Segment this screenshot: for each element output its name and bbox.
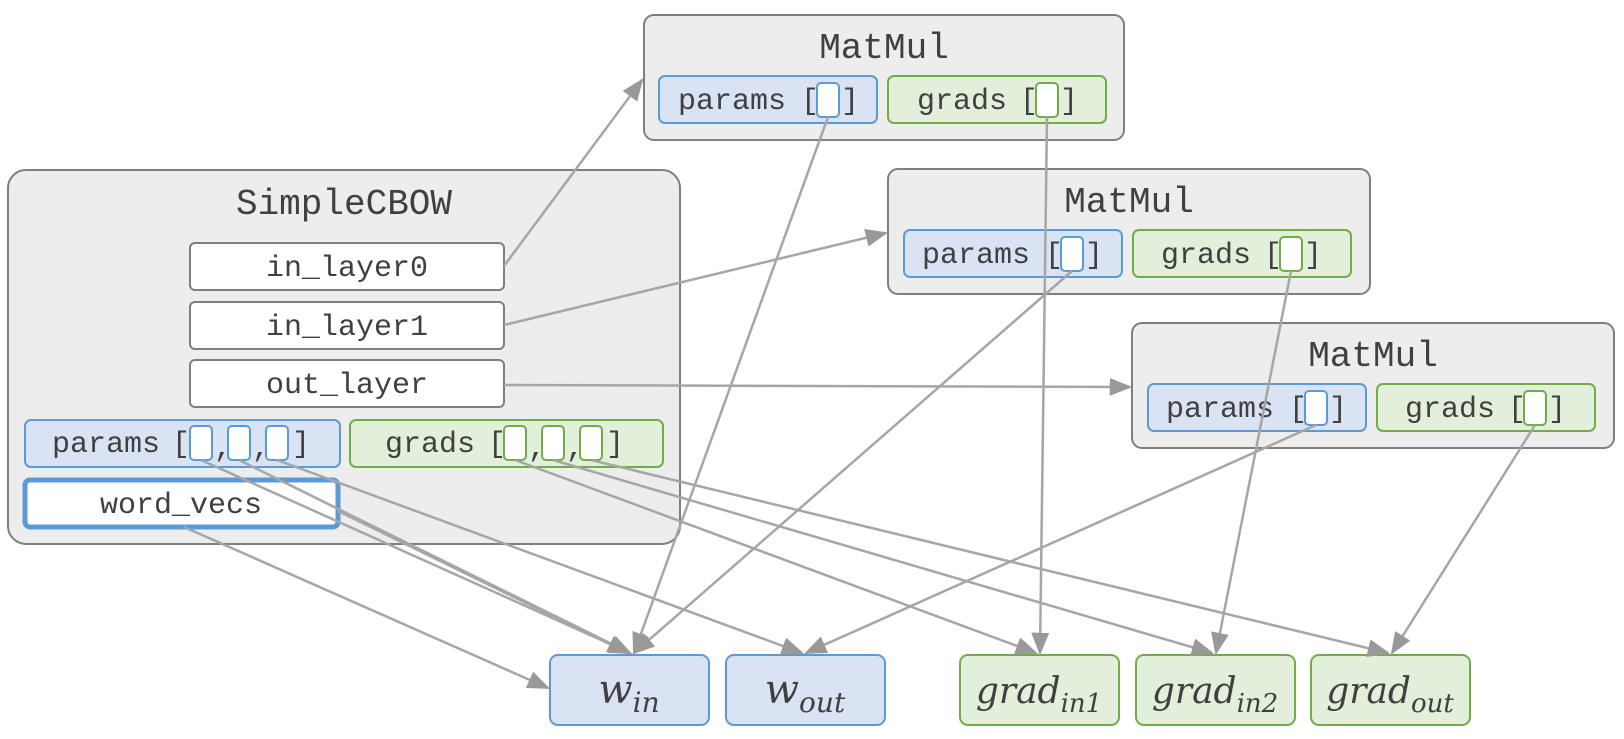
- simplecbow-grads-close-bracket: ]: [606, 428, 624, 462]
- grad-in1-box[interactable]: gradin1: [959, 654, 1120, 726]
- matmul-2-params[interactable]: params [ ]: [1147, 383, 1367, 432]
- arrows: [183, 78, 1537, 690]
- arrow-matmul-0-params-to-w-in: [632, 116, 830, 656]
- in-layer1-label: in_layer1: [266, 311, 428, 345]
- matmul-1-grads-slot: [1279, 236, 1303, 272]
- grad-out-label: gradout: [1326, 671, 1454, 719]
- simplecbow-grads-label: grads: [385, 428, 475, 462]
- arrow-word-vecs-to-w-in-top: [337, 509, 631, 655]
- matmul-1-title: MatMul: [1064, 182, 1194, 223]
- w-in-label: win: [598, 667, 659, 719]
- grad-in2-box[interactable]: gradin2: [1135, 654, 1296, 726]
- grad-out-box[interactable]: gradout: [1310, 654, 1471, 726]
- matmul-0-params-slot: [816, 82, 840, 118]
- in-layer1-box[interactable]: in_layer1: [189, 301, 505, 350]
- matmul-0-grads-bracket-open: [: [1020, 85, 1038, 119]
- out-layer-label: out_layer: [266, 369, 428, 403]
- matmul-2-params-bracket-open: [: [1289, 393, 1307, 427]
- arrow-in-layer0-to-matmul-0: [502, 78, 644, 267]
- matmul-0-params-bracket-close: ]: [841, 85, 859, 119]
- arrow-word-vecs-to-w-in-side: [183, 525, 551, 690]
- simplecbow-params-label: params: [52, 428, 160, 462]
- matmul-1-params-label: params: [922, 239, 1030, 273]
- matmul-1-params[interactable]: params [ ]: [903, 229, 1123, 278]
- matmul-0-params-label: params: [678, 85, 786, 119]
- matmul-2-title: MatMul: [1308, 336, 1438, 377]
- matmul-2-grads-bracket-close: ]: [1548, 393, 1566, 427]
- word-vecs-label: word_vecs: [100, 489, 262, 523]
- matmul-2-grads[interactable]: grads [ ]: [1376, 383, 1596, 432]
- simplecbow-grads[interactable]: grads [ , , ]: [349, 419, 664, 468]
- grads-slot-2: [579, 425, 603, 461]
- arrow-cbow-grads-2-to-grad-out: [590, 458, 1391, 657]
- grad-in2-label: gradin2: [1152, 671, 1278, 719]
- matmul-0-grads-slot: [1035, 82, 1059, 118]
- matmul-2-grads-label: grads: [1405, 393, 1495, 427]
- w-out-box[interactable]: wout: [725, 654, 886, 726]
- matmul-1-panel: MatMul params [ ] grads [ ]: [887, 168, 1371, 295]
- matmul-2-params-slot: [1304, 390, 1328, 426]
- arrow-cbow-params-0-to-w-in: [200, 458, 633, 655]
- matmul-1-params-slot: [1060, 236, 1084, 272]
- arrow-matmul-1-params-to-w-in: [632, 270, 1073, 655]
- arrow-in-layer1-to-matmul-1: [503, 228, 889, 327]
- w-out-label: wout: [765, 667, 846, 719]
- simplecbow-params[interactable]: params [ , , ]: [24, 419, 341, 468]
- arrow-matmul-1-grads-to-grad-in2: [1211, 270, 1293, 656]
- matmul-2-params-bracket-close: ]: [1329, 393, 1347, 427]
- matmul-2-grads-bracket-open: [: [1508, 393, 1526, 427]
- in-layer0-label: in_layer0: [266, 252, 428, 286]
- matmul-1-grads-label: grads: [1161, 239, 1251, 273]
- matmul-0-params-bracket-open: [: [801, 85, 819, 119]
- word-vecs-box[interactable]: word_vecs: [22, 477, 341, 530]
- matmul-2-panel: MatMul params [ ] grads [ ]: [1131, 322, 1615, 449]
- matmul-0-title: MatMul: [819, 28, 949, 69]
- matmul-0-grads[interactable]: grads [ ]: [887, 75, 1107, 124]
- simplecbow-panel: SimpleCBOW in_layer0 in_layer1 out_layer…: [7, 169, 681, 545]
- out-layer-box[interactable]: out_layer: [189, 359, 505, 408]
- matmul-0-grads-label: grads: [917, 85, 1007, 119]
- params-slot-1: [227, 425, 251, 461]
- matmul-1-grads[interactable]: grads [ ]: [1132, 229, 1352, 278]
- matmul-2-grads-slot: [1523, 390, 1547, 426]
- matmul-0-grads-bracket-close: ]: [1060, 85, 1078, 119]
- arrow-matmul-2-params-to-w-out: [803, 423, 1317, 655]
- arrow-cbow-grads-1-to-grad-in2: [552, 458, 1215, 656]
- arrow-out-layer-to-matmul-2: [503, 377, 1133, 396]
- arrow-matmul-0-grads-to-grad-in1: [1031, 116, 1050, 656]
- w-in-box[interactable]: win: [549, 654, 710, 726]
- params-slot-2: [265, 425, 289, 461]
- grad-in1-label: gradin1: [976, 671, 1102, 719]
- arrow-matmul-2-grads-to-grad-out: [1390, 424, 1537, 655]
- params-slot-0: [189, 425, 213, 461]
- matmul-1-params-bracket-open: [: [1045, 239, 1063, 273]
- simplecbow-params-open-bracket: [: [172, 428, 190, 462]
- in-layer0-box[interactable]: in_layer0: [189, 242, 505, 291]
- grads-slot-1: [541, 425, 565, 461]
- simplecbow-params-close-bracket: ]: [292, 428, 310, 462]
- matmul-0-panel: MatMul params [ ] grads [ ]: [643, 14, 1125, 141]
- matmul-0-params[interactable]: params [ ]: [658, 75, 878, 124]
- matmul-1-grads-bracket-open: [: [1264, 239, 1282, 273]
- matmul-1-grads-bracket-close: ]: [1304, 239, 1322, 273]
- grads-slot-0: [503, 425, 527, 461]
- arrow-cbow-params-2-to-w-out: [276, 458, 805, 655]
- simplecbow-grads-open-bracket: [: [488, 428, 506, 462]
- simplecbow-title: SimpleCBOW: [236, 184, 452, 225]
- matmul-2-params-label: params: [1166, 393, 1274, 427]
- arrow-cbow-grads-0-to-grad-in1: [514, 458, 1039, 655]
- matmul-1-params-bracket-close: ]: [1085, 239, 1103, 273]
